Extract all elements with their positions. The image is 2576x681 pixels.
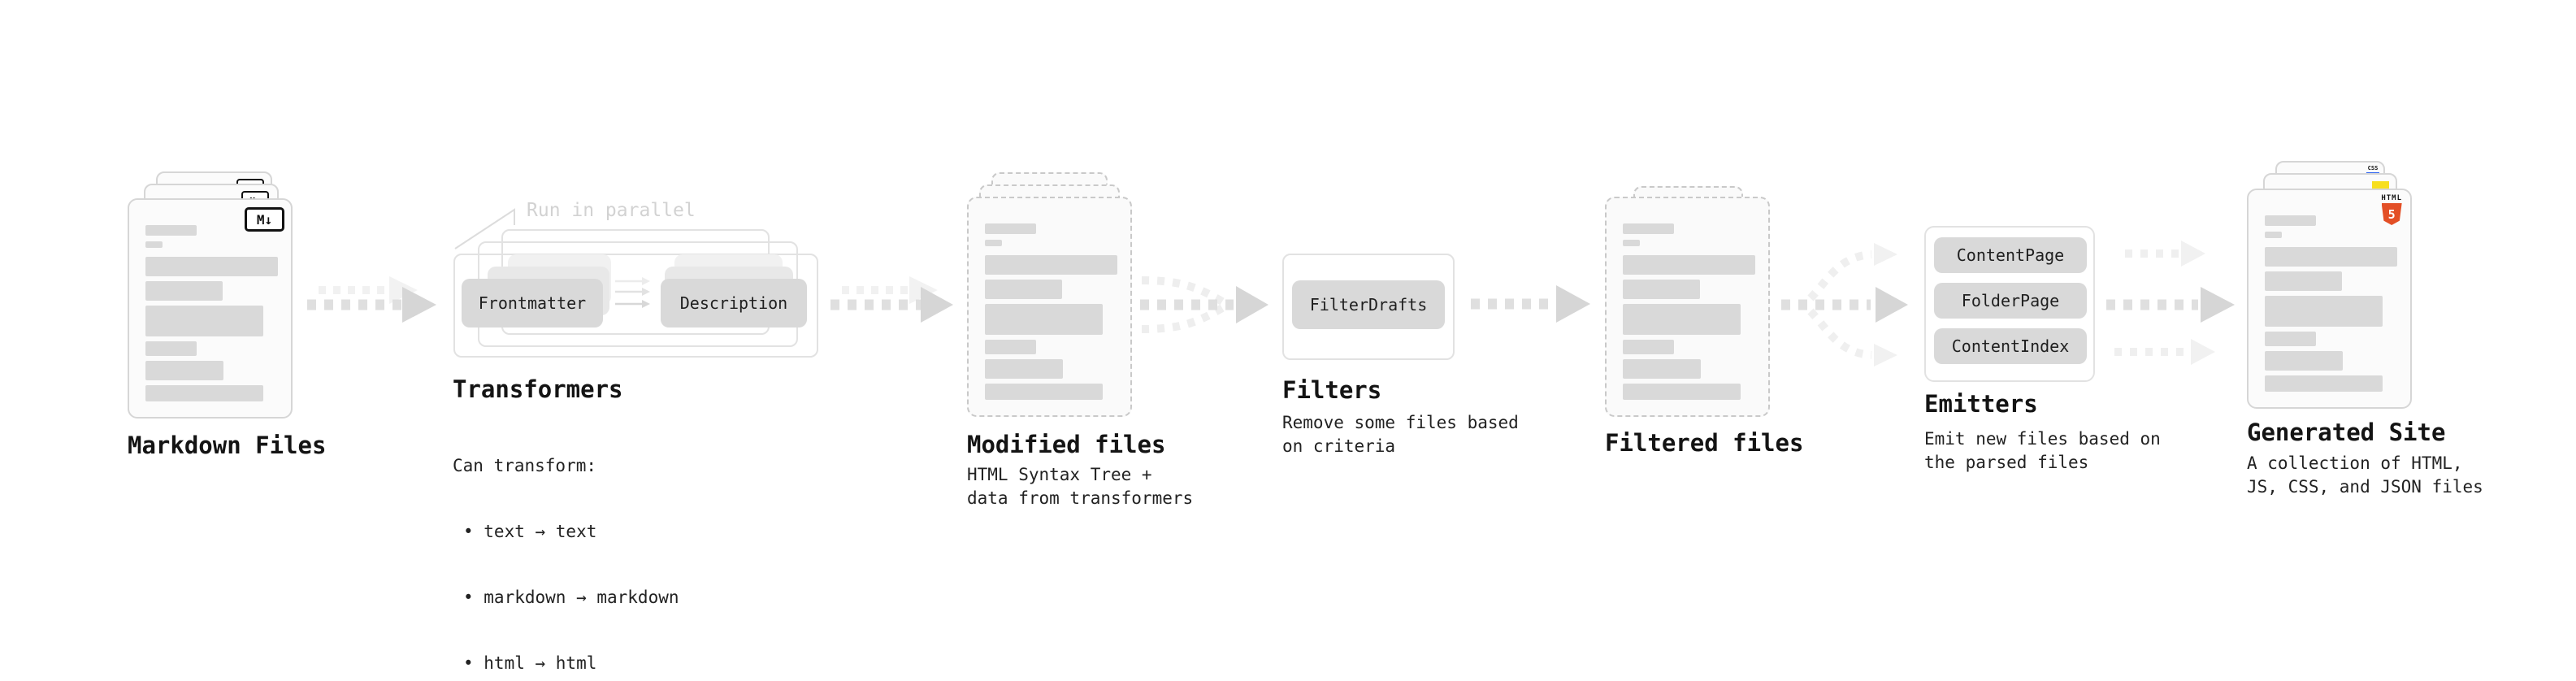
emitters-label: Emitters [1924,390,2038,418]
arrow-modified-to-filters [1140,276,1268,333]
transformers-description: Can transform: • text → text • markdown … [453,456,679,673]
arrow-filters-to-filtered [1471,285,1590,323]
transformer-container-front [453,254,818,358]
transform-bullet: • html → html [463,653,597,673]
transformer-description-box: Description [661,279,807,327]
filters-label: Filters [1282,376,1382,404]
modified-file-card-front [967,197,1132,417]
filtered-files-label: Filtered files [1605,429,1804,457]
arrow-markdown-to-transformers [307,276,436,323]
emitter-folderpage-box: FolderPage [1934,283,2087,319]
transformers-label: Transformers [453,375,623,403]
arrow-filtered-to-emitters [1781,243,1908,367]
doc-placeholder-lines [985,223,1117,400]
filtered-file-card-front [1605,197,1770,417]
filters-container [1282,254,1455,360]
doc-placeholder-lines [145,225,278,401]
markdown-file-card-front: M↓ [128,198,293,419]
arrow-emitters-to-generated [2106,241,2235,365]
modified-files-description: HTML Syntax Tree +data from transformers [967,465,1194,508]
transform-bullet: • text → text [463,522,597,541]
generated-site-label: Generated Site [2247,419,2446,446]
emitter-contentindex-box: ContentIndex [1934,328,2087,364]
transformer-frontmatter-box: Frontmatter [462,279,603,327]
doc-placeholder-lines [2265,215,2397,392]
filter-filterdrafts-box: FilterDrafts [1292,280,1445,329]
markdown-icon: M↓ [245,207,284,232]
markdown-files-label: Markdown Files [128,432,327,459]
generated-site-description: A collection of HTML,JS, CSS, and JSON f… [2247,453,2483,497]
arrow-transformers-to-modified [830,276,953,323]
emitters-container [1924,226,2095,382]
modified-files-label: Modified files [967,431,1166,458]
generated-file-card-front: HTML 5 [2247,189,2412,409]
run-in-parallel-note: Run in parallel [527,200,696,221]
js-icon [2372,181,2389,189]
doc-placeholder-lines [1623,223,1755,400]
transform-bullet: • markdown → markdown [463,588,679,607]
html5-icon: HTML 5 [2381,194,2402,225]
emitter-contentpage-box: ContentPage [1934,237,2087,273]
